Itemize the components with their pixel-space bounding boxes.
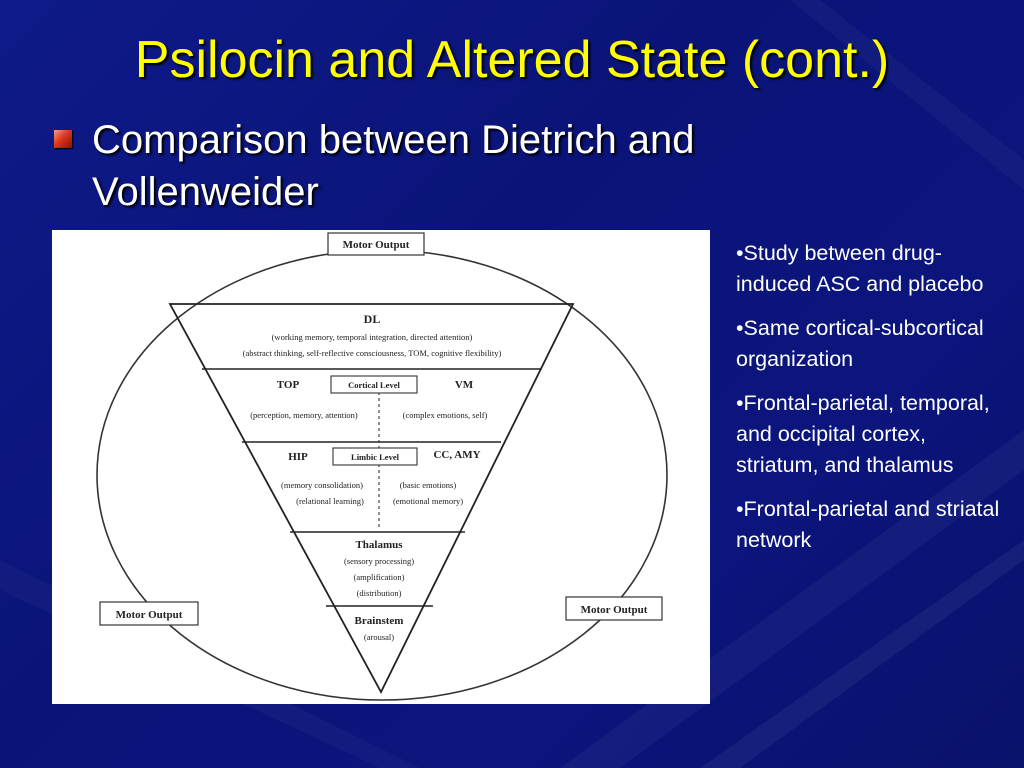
dl-label: DL <box>364 312 381 326</box>
inverted-triangle <box>168 303 575 694</box>
motor-output-right-box <box>565 596 663 621</box>
bullet-square-icon <box>54 130 72 148</box>
amy-desc-2: (emotional memory) <box>393 496 463 506</box>
brainstem-label: Brainstem <box>355 615 404 627</box>
motor-output-top-box <box>327 232 425 256</box>
vm-desc: (complex emotions, self) <box>403 410 488 420</box>
motor-output-left-box <box>99 601 199 626</box>
thal-desc-3: (distribution) <box>357 588 402 598</box>
cortical-level: Cortical Level <box>348 380 400 390</box>
side-note-1: •Study between drug-induced ASC and plac… <box>736 241 984 296</box>
vm-label: VM <box>455 379 474 391</box>
side-notes: •Study between drug-induced ASC and plac… <box>736 238 1006 569</box>
thalamus-label: Thalamus <box>355 539 403 551</box>
brain-hierarchy-diagram: Motor Output Motor Output Motor Output D… <box>52 230 710 704</box>
slide-title: Psilocin and Altered State (cont.) <box>134 31 890 89</box>
side-note-3: •Frontal-parietal, temporal, and occipit… <box>736 391 990 477</box>
top-desc: (perception, memory, attention) <box>250 410 358 420</box>
hip-desc-1: (memory consolidation) <box>281 480 363 490</box>
motor-output-top: Motor Output <box>343 239 410 251</box>
limbic-level: Limbic Level <box>351 452 400 462</box>
cc-amy-label: CC, AMY <box>433 449 480 461</box>
side-note-4: •Frontal-parietal and striatal network <box>736 497 1000 552</box>
amy-desc-1: (basic emotions) <box>400 480 457 490</box>
brainstem-desc: (arousal) <box>364 632 394 642</box>
motor-output-right: Motor Output <box>581 604 648 616</box>
thal-desc-2: (amplification) <box>354 572 405 582</box>
thal-desc-1: (sensory processing) <box>344 556 414 566</box>
hip-label: HIP <box>288 451 308 463</box>
cortical-level-box <box>330 375 418 394</box>
hip-desc-2: (relational learning) <box>296 496 364 506</box>
motor-output-left: Motor Output <box>116 609 183 621</box>
top-label: TOP <box>277 379 300 391</box>
dl-desc-2: (abstract thinking, self-reflective cons… <box>243 348 502 358</box>
side-note-2: •Same cortical-subcortical organization <box>736 316 984 371</box>
dl-desc-1: (working memory, temporal integration, d… <box>272 332 473 342</box>
limbic-level-box <box>332 447 418 466</box>
main-bullet-text: Comparison between Dietrich and Vollenwe… <box>92 118 695 214</box>
